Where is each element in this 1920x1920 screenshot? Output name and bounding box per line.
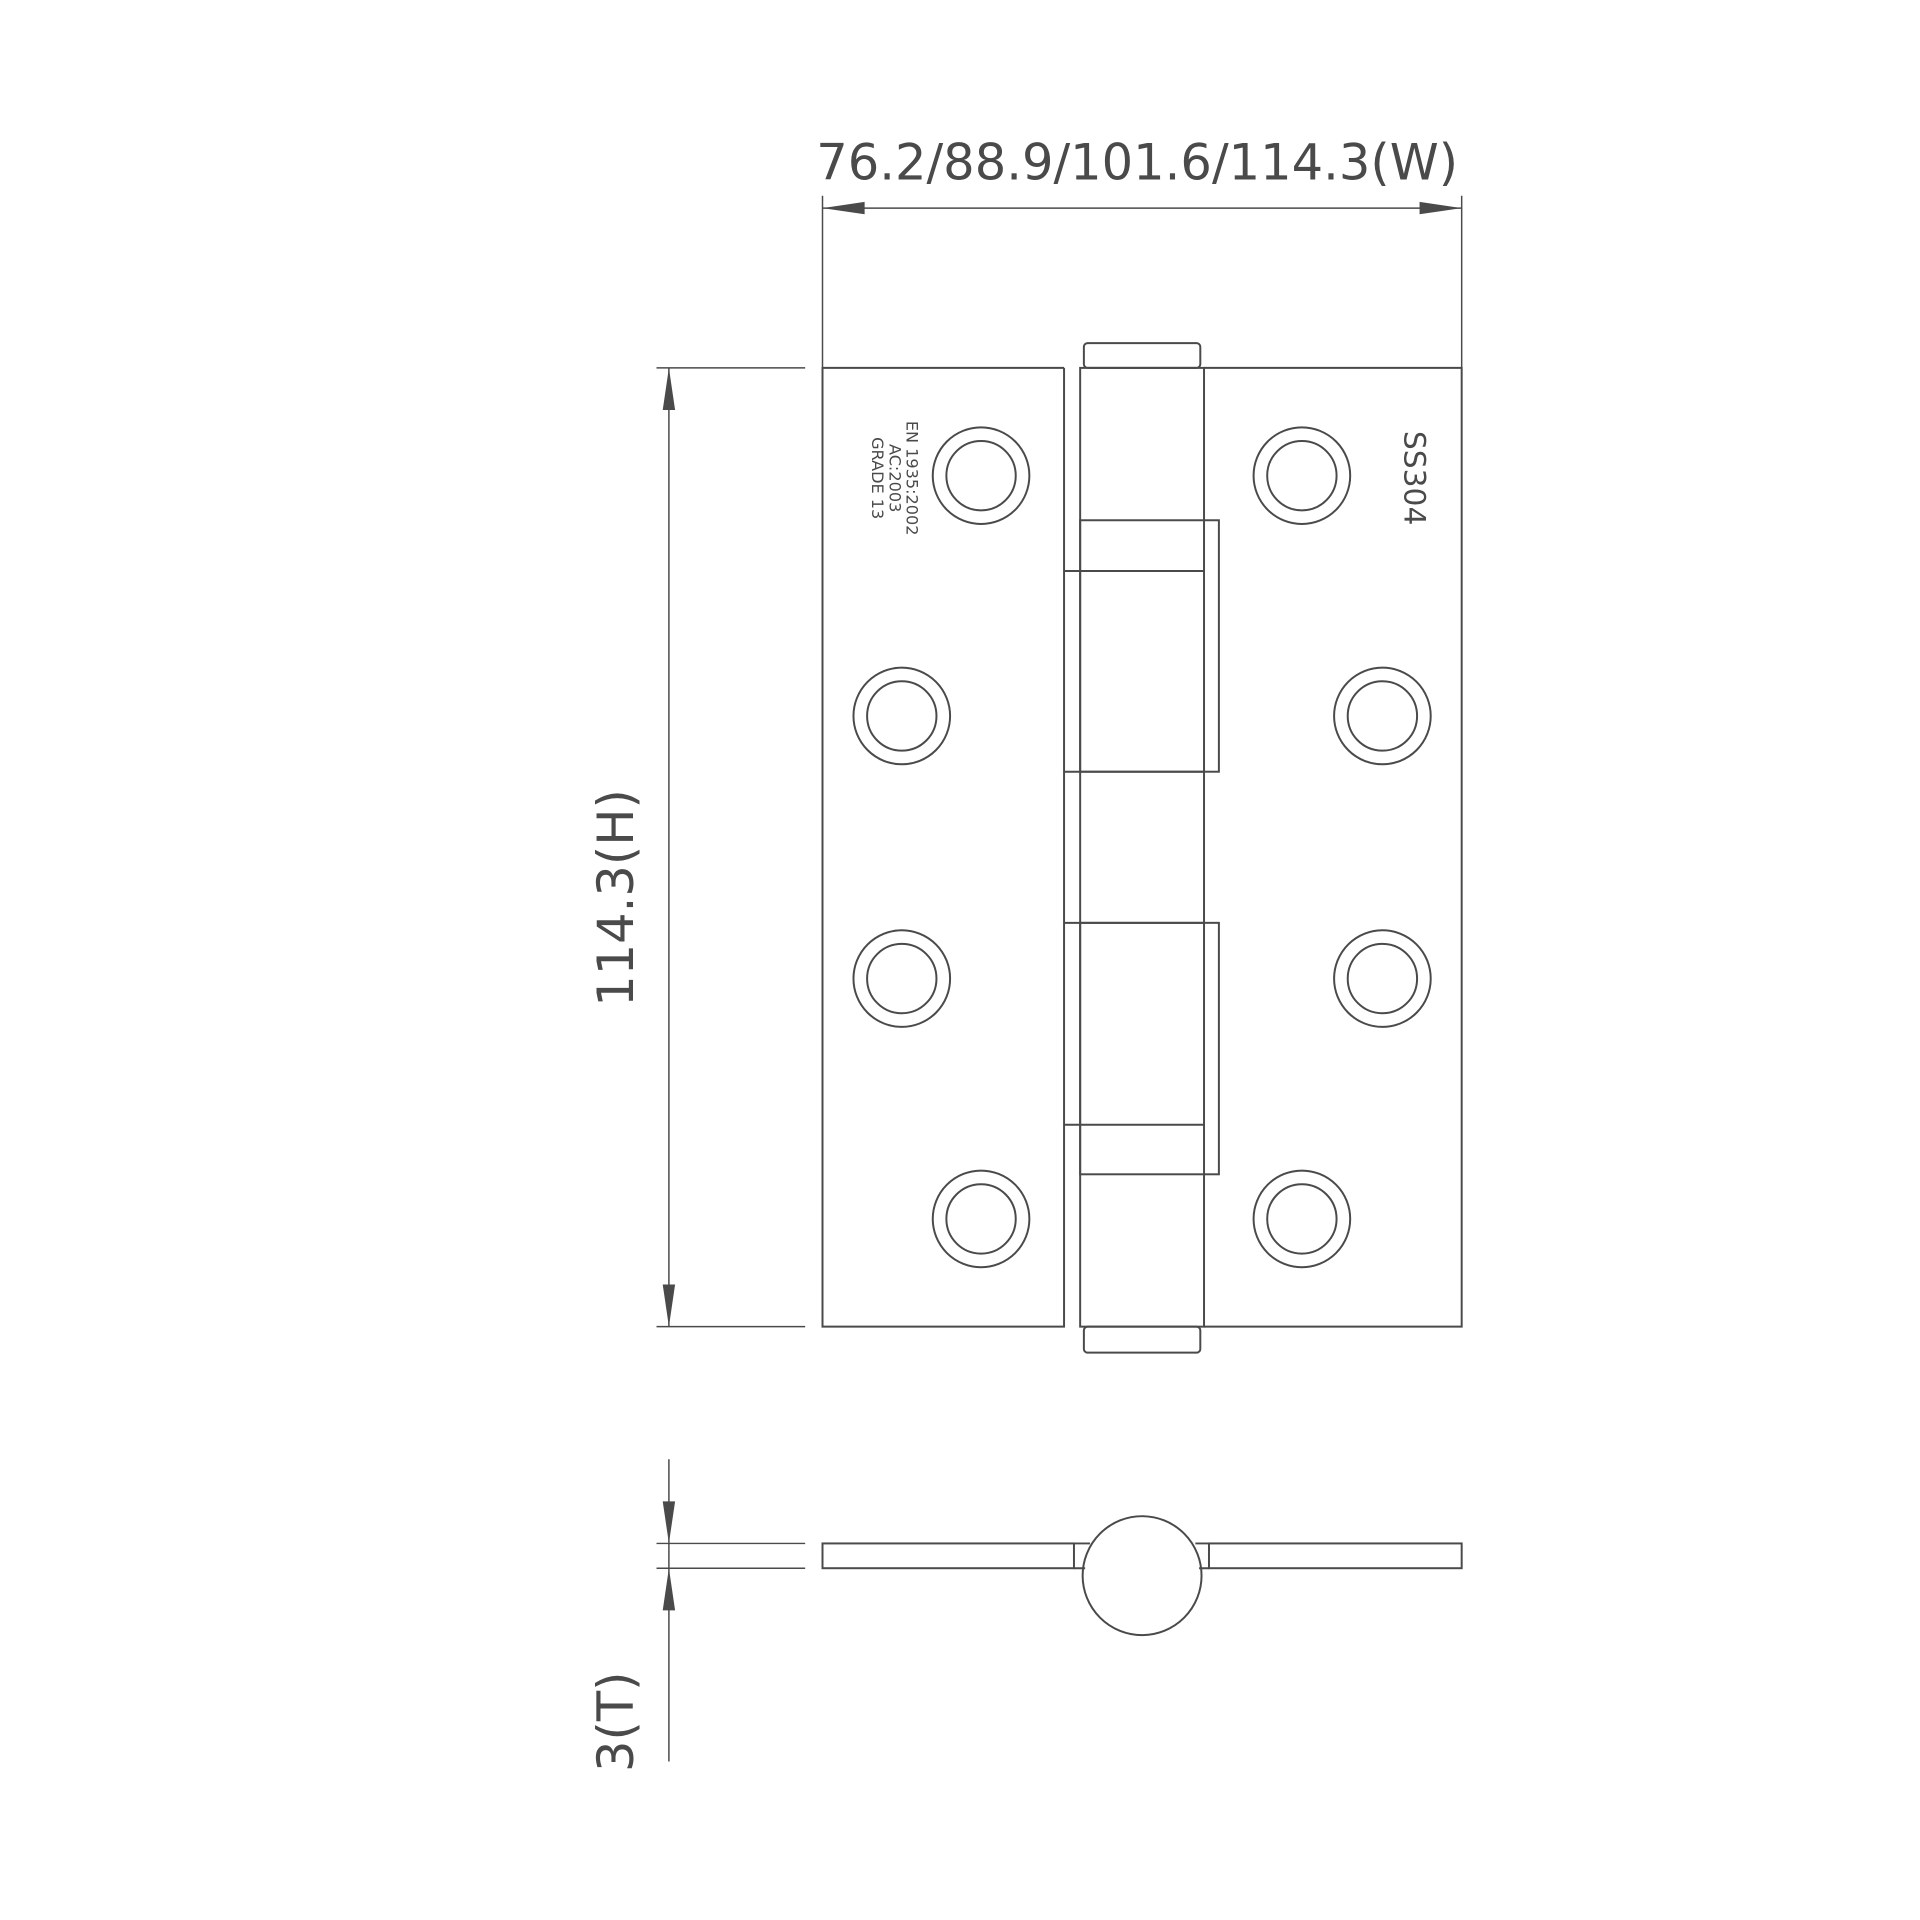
screw-hole [852, 929, 952, 1028]
pin-cap-top [1082, 342, 1202, 369]
height-dimension: 114.3(H) [587, 367, 806, 1328]
hinge-side-view [821, 1515, 1463, 1637]
arrow-left-icon [822, 201, 865, 215]
knuckle-section [1081, 1515, 1203, 1637]
screw-hole [1252, 426, 1352, 525]
screw-hole [852, 666, 952, 766]
knuckle [1079, 921, 1220, 1176]
arrow-down-icon [662, 1501, 676, 1544]
arrow-right-icon [1419, 201, 1462, 215]
left-leaf-section [821, 1542, 1075, 1570]
arrow-up-icon [662, 1568, 676, 1611]
width-dimension-label: 76.2/88.9/101.6/114.3(W) [816, 134, 1458, 192]
thickness-dimension-label: 3(T) [587, 1672, 645, 1772]
standard-marking: EN 1935:2002 AC:2003 GRADE 13 [868, 421, 922, 536]
marking-line: EN 1935:2002 [903, 421, 922, 536]
width-dimension: 76.2/88.9/101.6/114.3(W) [816, 134, 1463, 368]
screw-holes [852, 426, 1432, 1269]
right-leaf [1204, 366, 1463, 1328]
hinge-front-view: EN 1935:2002 AC:2003 GRADE 13 SS304 [821, 342, 1463, 1354]
arrow-up-icon [662, 367, 676, 411]
knuckle [1079, 519, 1220, 773]
arrow-down-icon [662, 1284, 676, 1327]
screw-hole [1333, 929, 1432, 1028]
right-leaf-section [1207, 1542, 1463, 1570]
marking-line: GRADE 13 [868, 437, 887, 519]
marking-line: AC:2003 [885, 444, 904, 512]
screw-hole [1252, 1169, 1352, 1269]
screw-hole [931, 426, 1031, 525]
leaf-connector [1073, 1542, 1209, 1570]
knuckle-barrel [1079, 366, 1206, 1328]
screw-hole [1333, 666, 1432, 766]
screw-hole [931, 1169, 1031, 1269]
pin-cap-bottom [1082, 1325, 1202, 1354]
height-dimension-label: 114.3(H) [587, 789, 645, 1007]
left-leaf [821, 366, 1205, 1328]
thickness-dimension: 3(T) [587, 1459, 806, 1772]
material-marking: SS304 [1397, 431, 1432, 525]
